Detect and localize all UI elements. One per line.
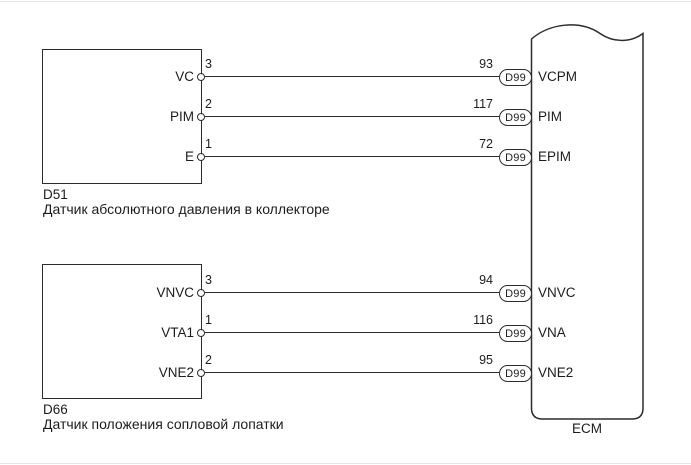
page-top-divider xyxy=(0,1,691,2)
pin-terminal-circle xyxy=(197,369,205,377)
connector-code: D99 xyxy=(505,287,526,300)
connector-code: D99 xyxy=(505,367,526,380)
sensor-id: D66 xyxy=(43,402,68,417)
ecm-terminal-number: 94 xyxy=(479,273,493,287)
pin-terminal-circle xyxy=(197,289,205,297)
ecm-terminal-number: 117 xyxy=(473,97,493,111)
connector-badge: D99 xyxy=(499,109,532,126)
sensor-pin-number: 3 xyxy=(205,57,212,71)
sensor-pin-label: PIM xyxy=(169,109,194,124)
sensor-pin-number: 3 xyxy=(205,273,212,287)
wire xyxy=(205,116,499,118)
ecm-terminal-number: 116 xyxy=(473,313,493,327)
wire xyxy=(205,332,499,334)
ecm-pin-label: EPIM xyxy=(538,149,572,164)
sensor-pin-label: VNE2 xyxy=(158,365,194,380)
connector-code: D99 xyxy=(505,111,526,124)
connector-code: D99 xyxy=(505,151,526,164)
sensor-pin-number: 1 xyxy=(205,137,212,151)
sensor-pin-number: 1 xyxy=(205,313,212,327)
sensor-pin-label: VNVC xyxy=(156,285,194,300)
connector-code: D99 xyxy=(505,71,526,84)
sensor-pin-label: E xyxy=(184,149,194,164)
pin-terminal-circle xyxy=(197,73,205,81)
connector-badge: D99 xyxy=(499,325,532,342)
sensor-pin-number: 2 xyxy=(205,353,212,367)
pin-terminal-circle xyxy=(197,329,205,337)
wire xyxy=(205,372,499,374)
sensor-name: Датчик положения сопловой лопатки xyxy=(43,416,284,432)
sensor-name: Датчик абсолютного давления в коллекторе xyxy=(43,201,330,217)
ecm-terminal-number: 93 xyxy=(479,57,493,71)
ecm-label: ECM xyxy=(572,421,602,436)
connector-badge: D99 xyxy=(499,285,532,302)
connector-badge: D99 xyxy=(499,365,532,382)
ecm-pin-label: VNE2 xyxy=(538,365,574,380)
connector-badge: D99 xyxy=(499,69,532,86)
sensor-pin-label: VC xyxy=(175,69,194,84)
wire xyxy=(205,76,499,78)
ecm-pin-label: VNA xyxy=(538,325,566,340)
ecm-pin-label: VCPM xyxy=(538,69,578,84)
ecm-pin-label: PIM xyxy=(538,109,563,124)
wire xyxy=(205,292,499,294)
ecm-terminal-number: 72 xyxy=(479,137,493,151)
pin-terminal-circle xyxy=(197,113,205,121)
connector-code: D99 xyxy=(505,327,526,340)
ecm-pin-label: VNVC xyxy=(538,285,576,300)
ecm-terminal-number: 95 xyxy=(479,353,493,367)
page-bottom-divider xyxy=(0,463,691,464)
pin-terminal-circle xyxy=(197,153,205,161)
sensor-pin-label: VTA1 xyxy=(161,325,194,340)
connector-badge: D99 xyxy=(499,149,532,166)
sensor-id: D51 xyxy=(43,187,68,202)
wire xyxy=(205,156,499,158)
sensor-pin-number: 2 xyxy=(205,97,212,111)
